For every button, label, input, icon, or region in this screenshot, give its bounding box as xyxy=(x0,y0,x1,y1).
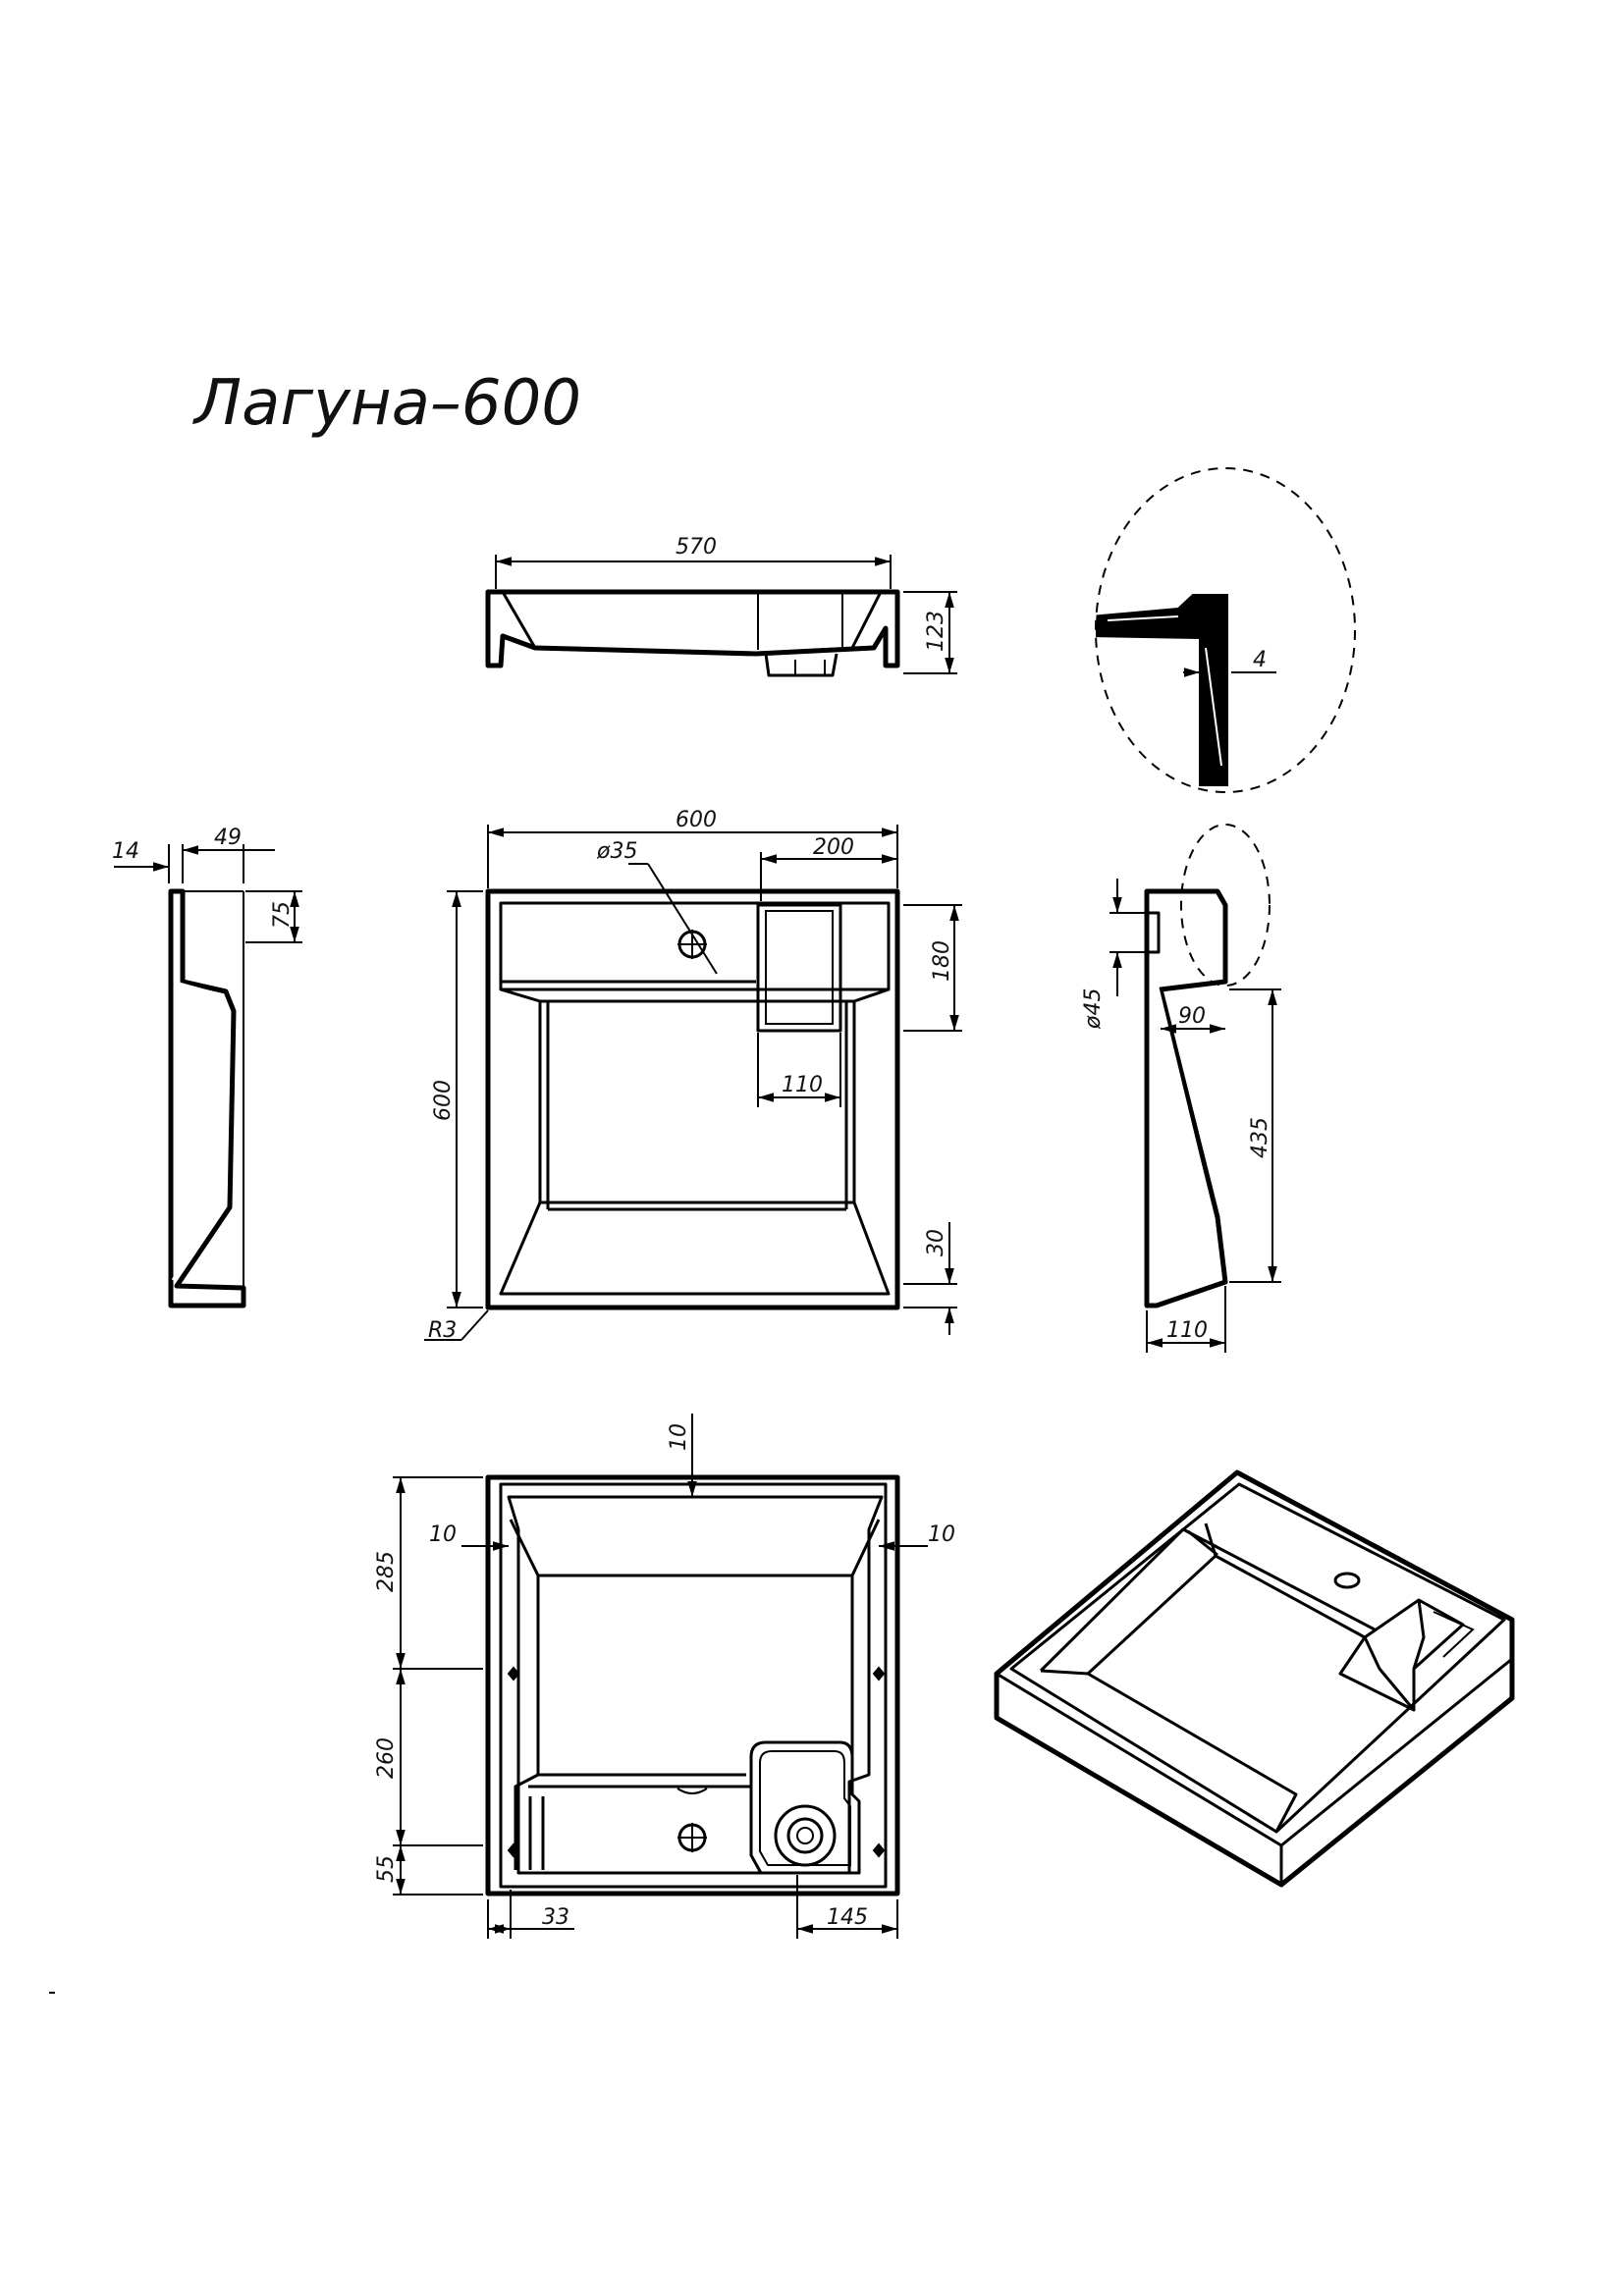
dim-right-diameter: ø45 xyxy=(1081,988,1106,1030)
dim-bottom-33: 33 xyxy=(542,1905,569,1930)
dim-plan-width: 600 xyxy=(676,808,717,832)
dim-left-14: 14 xyxy=(112,839,139,864)
right-side-section: ø45 90 435 110 xyxy=(1081,824,1281,1353)
dim-top-height: 123 xyxy=(924,611,948,652)
dim-bottom-260: 260 xyxy=(374,1737,399,1779)
dim-bottom-285: 285 xyxy=(374,1551,399,1592)
dim-bottom-10-right: 10 xyxy=(928,1522,955,1547)
dim-right-435: 435 xyxy=(1248,1117,1272,1158)
dim-right-90: 90 xyxy=(1178,1004,1206,1029)
dim-left-75: 75 xyxy=(270,901,295,929)
dim-plan-110: 110 xyxy=(782,1073,823,1097)
dim-detail-thickness: 4 xyxy=(1253,648,1267,672)
dim-bottom-145: 145 xyxy=(827,1905,868,1930)
dim-plan-height: 600 xyxy=(431,1080,456,1121)
bottom-view: 10 10 10 285 260 55 33 145 xyxy=(374,1414,955,1939)
dim-top-width: 570 xyxy=(676,535,717,560)
dim-plan-30: 30 xyxy=(924,1229,948,1256)
detail-view: 4 xyxy=(1095,467,1356,793)
dim-bottom-10-top: 10 xyxy=(667,1423,691,1451)
dim-radius: R3 xyxy=(428,1318,457,1343)
isometric-view xyxy=(994,1469,1515,1888)
dim-left-49: 49 xyxy=(214,826,242,850)
drawing-title: Лагуна–600 xyxy=(192,367,581,440)
front-elevation-view: 570 123 xyxy=(485,535,957,677)
dim-bottom-10-left: 10 xyxy=(429,1522,457,1547)
top-plan-view: 600 200 ø35 180 110 30 xyxy=(424,808,962,1343)
dim-right-110: 110 xyxy=(1166,1318,1208,1343)
left-side-section: 14 49 75 xyxy=(112,826,302,1308)
dim-bottom-55: 55 xyxy=(374,1855,399,1883)
dim-hole-diameter: ø35 xyxy=(596,839,637,864)
dim-plan-180: 180 xyxy=(930,940,954,982)
dim-plan-200: 200 xyxy=(813,835,854,860)
